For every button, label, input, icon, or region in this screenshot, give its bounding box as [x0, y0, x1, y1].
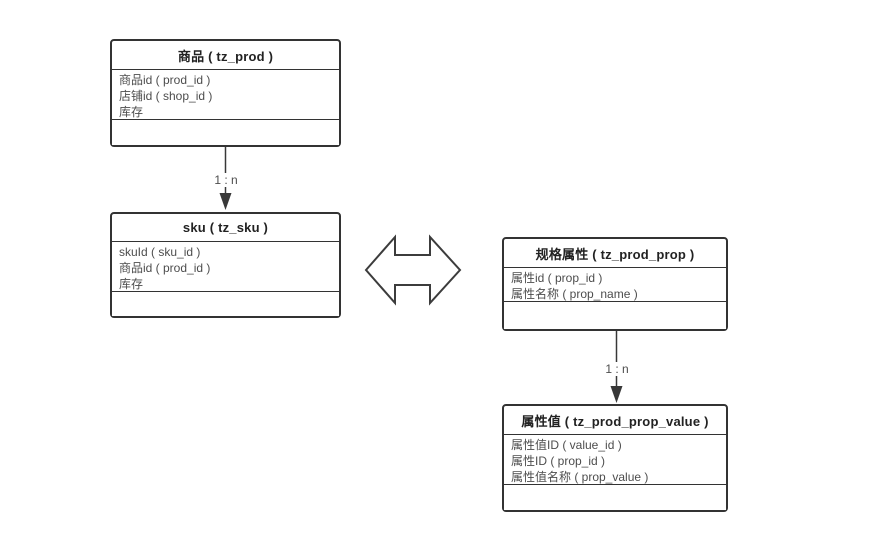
- double-arrow-icon: [364, 234, 462, 306]
- table-fields: 商品id ( prod_id ) 店铺id ( shop_id ) 库存: [112, 70, 339, 120]
- table-field: 属性id ( prop_id ): [511, 271, 603, 285]
- table-field: 库存: [119, 277, 144, 291]
- table-field: 属性值名称 ( prop_value ): [511, 470, 649, 484]
- table-field: 商品id ( prod_id ): [119, 261, 211, 275]
- table-title: 属性值 ( tz_prod_prop_value ): [504, 406, 726, 435]
- table-empty-section: [112, 292, 339, 316]
- table-field: 属性ID ( prop_id ): [511, 454, 606, 468]
- table-field: 商品id ( prod_id ): [119, 73, 211, 87]
- table-field: 属性名称 ( prop_name ): [511, 287, 638, 301]
- entity-table-tz-sku: sku ( tz_sku ) skuId ( sku_id ) 商品id ( p…: [110, 212, 341, 318]
- cardinality-label: 1 : n: [602, 362, 632, 376]
- table-title: sku ( tz_sku ): [112, 214, 339, 242]
- table-field: skuId ( sku_id ): [119, 245, 201, 259]
- table-empty-section: [504, 485, 726, 510]
- entity-table-tz-prod: 商品 ( tz_prod ) 商品id ( prod_id ) 店铺id ( s…: [110, 39, 341, 147]
- table-field: 库存: [119, 105, 144, 119]
- arrowhead-down-icon: [219, 193, 232, 210]
- entity-table-tz-prod-prop-value: 属性值 ( tz_prod_prop_value ) 属性值ID ( value…: [502, 404, 728, 512]
- cardinality-label: 1 : n: [211, 173, 241, 187]
- entity-table-tz-prod-prop: 规格属性 ( tz_prod_prop ) 属性id ( prop_id ) 属…: [502, 237, 728, 331]
- table-title: 规格属性 ( tz_prod_prop ): [504, 239, 726, 268]
- table-title: 商品 ( tz_prod ): [112, 41, 339, 70]
- arrowhead-down-icon: [610, 386, 623, 403]
- table-field: 属性值ID ( value_id ): [511, 438, 622, 452]
- table-field: 店铺id ( shop_id ): [119, 89, 213, 103]
- table-fields: 属性id ( prop_id ) 属性名称 ( prop_name ): [504, 268, 726, 302]
- table-empty-section: [504, 302, 726, 329]
- table-empty-section: [112, 120, 339, 145]
- table-fields: skuId ( sku_id ) 商品id ( prod_id ) 库存: [112, 242, 339, 292]
- table-fields: 属性值ID ( value_id ) 属性ID ( prop_id ) 属性值名…: [504, 435, 726, 485]
